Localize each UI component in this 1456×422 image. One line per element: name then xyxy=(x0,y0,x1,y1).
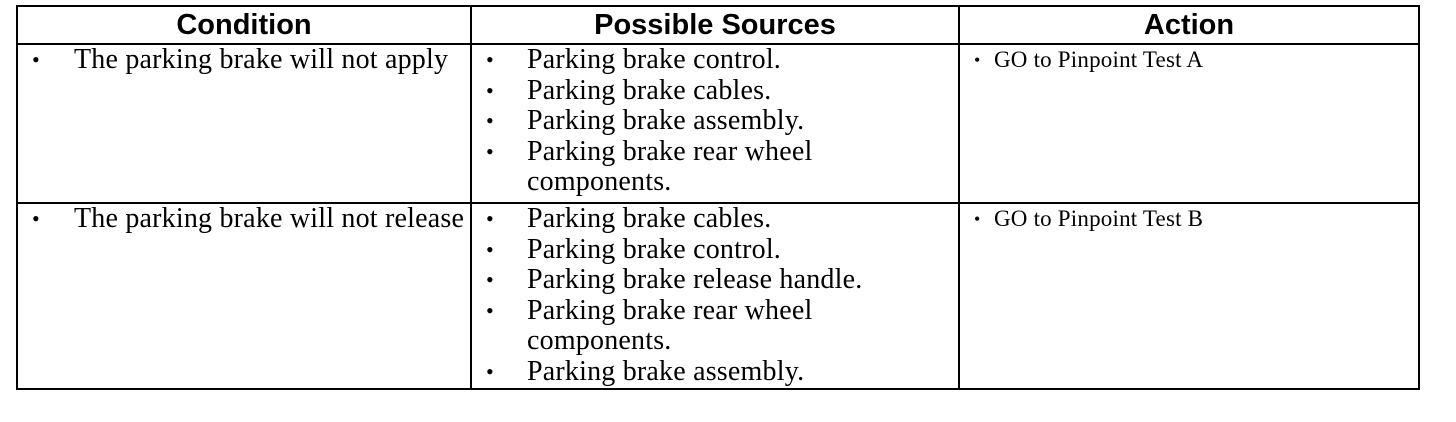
list-item: • Parking brake assembly. xyxy=(472,355,958,388)
action-text: GO to Pinpoint Test B xyxy=(994,206,1204,231)
condition-cell: • The parking brake will not release xyxy=(16,202,472,390)
sources-list: • Parking brake control. • Parking brake c… xyxy=(472,44,958,198)
list-item: • Parking brake assembly. xyxy=(472,105,958,137)
condition-text: The parking brake will not apply xyxy=(74,44,449,75)
diagnosis-table: Condition Possible Sources Action • The p… xyxy=(16,5,1420,390)
list-item: • The parking brake will not apply xyxy=(18,44,470,76)
list-item: • Parking brake cables. xyxy=(472,203,958,235)
bullet-icon: • xyxy=(32,206,40,231)
condition-cell: • The parking brake will not apply xyxy=(16,43,472,204)
table-row: • The parking brake will not apply • Parki… xyxy=(16,43,1420,204)
list-item: • The parking brake will not release xyxy=(18,203,470,235)
bullet-icon: • xyxy=(486,47,494,72)
source-text: Parking brake control. xyxy=(527,233,781,265)
bullet-icon: • xyxy=(974,50,981,70)
list-item: • GO to Pinpoint Test A xyxy=(960,45,1418,75)
source-text: Parking brake release handle. xyxy=(527,264,863,295)
table-row: • The parking brake will not release • Par… xyxy=(16,202,1420,390)
list-item: • Parking brake cables. xyxy=(472,74,958,107)
action-text: GO to Pinpoint Test A xyxy=(994,47,1204,72)
sources-cell: • Parking brake control. • Parking brake c… xyxy=(470,43,960,204)
bullet-icon: • xyxy=(486,77,494,103)
list-item: • Parking brake release handle. xyxy=(472,264,958,296)
bullet-icon: • xyxy=(974,209,981,229)
bullet-icon: • xyxy=(486,138,494,164)
list-item: • GO to Pinpoint Test B xyxy=(960,204,1418,234)
condition-list: • The parking brake will not release xyxy=(18,203,470,235)
header-action: Action xyxy=(958,5,1420,45)
header-condition: Condition xyxy=(16,5,472,45)
list-item: • Parking brake rear wheel components. xyxy=(472,294,958,357)
sources-cell: • Parking brake cables. • Parking brake co… xyxy=(470,202,960,390)
bullet-icon: • xyxy=(486,108,494,133)
bullet-icon: • xyxy=(486,358,494,384)
action-list: • GO to Pinpoint Test A xyxy=(960,45,1418,75)
sources-list: • Parking brake cables. • Parking brake co… xyxy=(472,203,958,388)
action-cell: • GO to Pinpoint Test B xyxy=(958,202,1420,390)
list-item: • Parking brake rear wheel components. xyxy=(472,135,958,198)
list-item: • Parking brake control. xyxy=(472,44,958,76)
bullet-icon: • xyxy=(486,297,494,323)
list-item: • Parking brake control. xyxy=(472,233,958,266)
source-text: Parking brake control. xyxy=(527,44,781,75)
source-text: Parking brake rear wheel components. xyxy=(527,294,813,356)
source-text: Parking brake cables. xyxy=(527,74,772,106)
condition-list: • The parking brake will not apply xyxy=(18,44,470,76)
action-list: • GO to Pinpoint Test B xyxy=(960,204,1418,234)
source-text: Parking brake assembly. xyxy=(527,105,805,136)
header-row: Condition Possible Sources Action xyxy=(16,5,1420,45)
bullet-icon: • xyxy=(32,47,40,72)
action-cell: • GO to Pinpoint Test A xyxy=(958,43,1420,204)
source-text: Parking brake cables. xyxy=(527,203,772,234)
source-text: Parking brake rear wheel components. xyxy=(527,135,813,197)
bullet-icon: • xyxy=(486,267,494,292)
source-text: Parking brake assembly. xyxy=(527,355,805,387)
bullet-icon: • xyxy=(486,236,494,262)
condition-text: The parking brake will not release xyxy=(74,203,465,234)
header-possible-sources: Possible Sources xyxy=(470,5,960,45)
bullet-icon: • xyxy=(486,206,494,231)
